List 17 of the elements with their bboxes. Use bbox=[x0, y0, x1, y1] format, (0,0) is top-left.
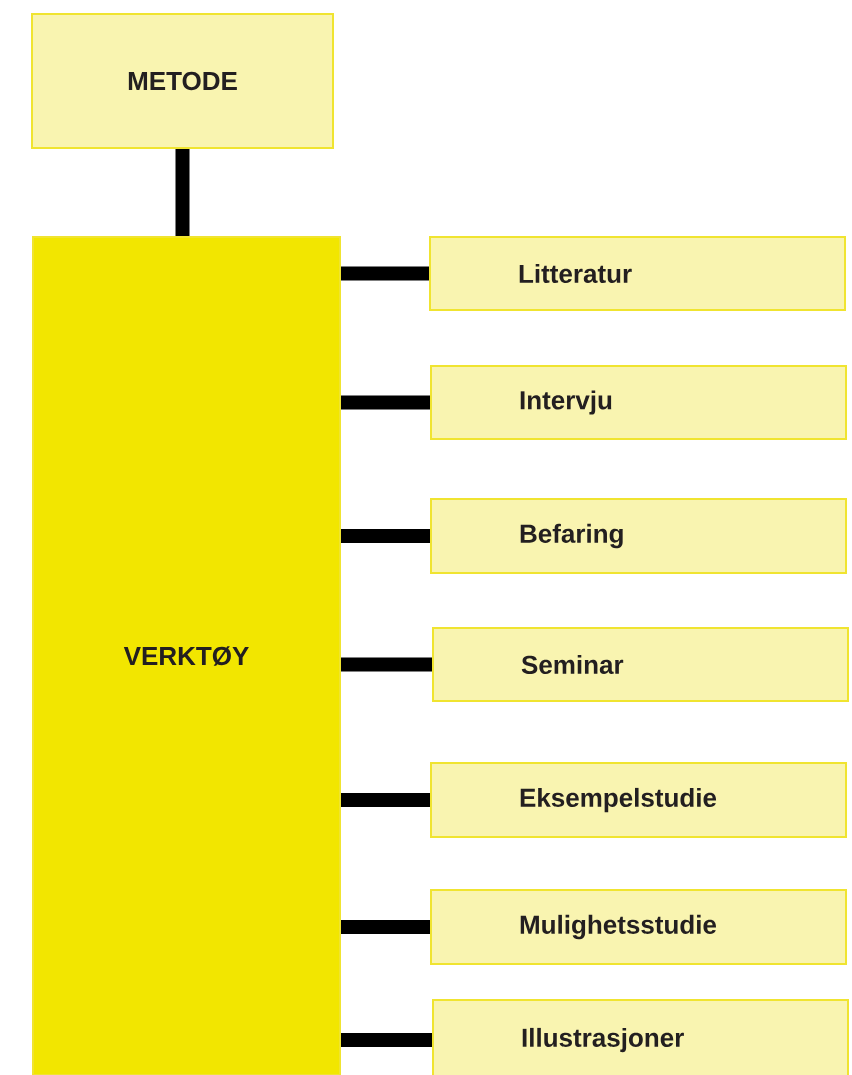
connector-line bbox=[175, 149, 190, 236]
item-box: Illustrasjoner bbox=[432, 999, 849, 1075]
connector-line bbox=[341, 1033, 432, 1047]
item-box: Seminar bbox=[432, 627, 849, 702]
item-box: Litteratur bbox=[429, 236, 846, 311]
connector-line bbox=[341, 920, 430, 934]
heading-box: METODE bbox=[31, 13, 334, 149]
column-box: VERKTØY bbox=[32, 236, 341, 1075]
connector-line bbox=[341, 529, 430, 543]
connector-line bbox=[341, 657, 432, 672]
connector-line bbox=[341, 395, 430, 410]
connector-line bbox=[341, 266, 429, 281]
connector-line bbox=[341, 793, 430, 807]
item-box: Mulighetsstudie bbox=[430, 889, 847, 965]
item-box: Intervju bbox=[430, 365, 847, 440]
item-box: Befaring bbox=[430, 498, 847, 574]
item-box: Eksempelstudie bbox=[430, 762, 847, 838]
